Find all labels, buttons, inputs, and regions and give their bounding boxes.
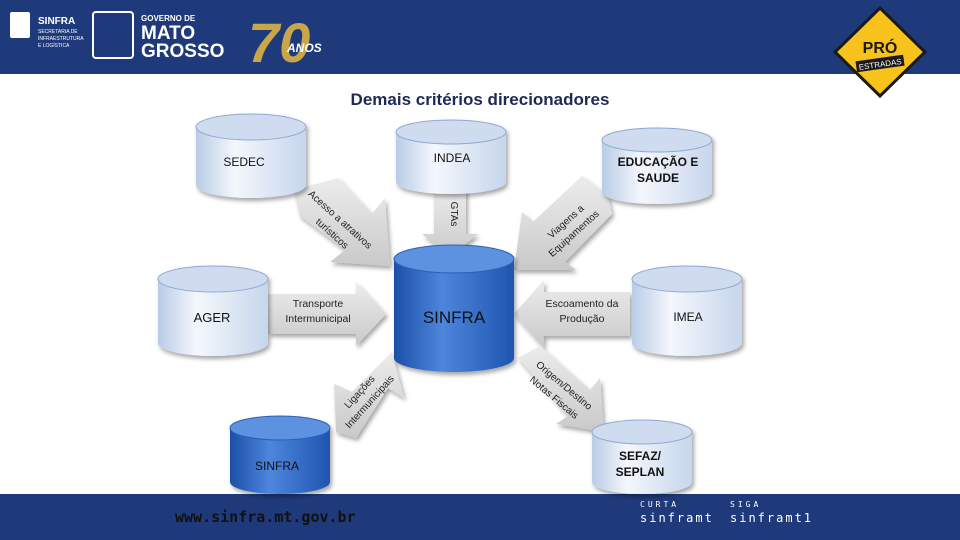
arrow-escoamento: [514, 280, 630, 348]
header-bar: [0, 0, 960, 74]
node-educacao-saude: [601, 127, 713, 204]
sinfra-logo-line1: SECRETARIA DE: [38, 29, 78, 35]
node-indea: [395, 119, 507, 194]
gov-logo-line3: GROSSO: [141, 41, 224, 62]
social-curta-label: CURTA: [640, 500, 680, 509]
footer-bar: [0, 494, 960, 540]
node-sefaz-seplan: [591, 419, 693, 494]
node-sinfra-bottom: [229, 415, 331, 494]
arrow-ligacoes: [334, 352, 404, 438]
node-label-sinfra-bottom: SINFRA: [255, 459, 299, 473]
node-ager: [157, 265, 269, 356]
arrow-label-transporte-2: Intermunicipal: [285, 313, 350, 325]
arrows-group: [268, 176, 630, 438]
social-siga-label: SIGA: [730, 500, 762, 509]
70-anos-logo: 70 ANOS: [248, 11, 322, 74]
arrow-label-transporte-1: Transporte: [293, 298, 344, 310]
social-curta[interactable]: CURTA sinframt: [640, 500, 714, 525]
node-label-sefaz-2: SEPLAN: [616, 465, 665, 479]
node-label-educacao-1: EDUCAÇÃO E: [618, 154, 699, 169]
website-url[interactable]: www.sinfra.mt.gov.br: [175, 508, 356, 526]
node-sinfra-center: [393, 244, 515, 372]
gov-mt-logo: GOVERNO DE MATO GROSSO: [141, 14, 224, 62]
sinfra-logo-line3: E LOGÍSTICA: [38, 42, 70, 49]
node-label-ager: AGER: [194, 310, 231, 325]
anniversary-word: ANOS: [286, 41, 322, 55]
node-label-educacao-2: SAUDE: [637, 171, 679, 185]
social-siga[interactable]: SIGA sinframt1: [730, 500, 813, 525]
node-label-sefaz-1: SEFAZ/: [619, 449, 662, 463]
social-curta-handle: sinframt: [640, 511, 714, 525]
pro-estradas-logo: PRÓ ESTRADAS: [832, 5, 928, 99]
node-label-imea: IMEA: [673, 310, 702, 324]
arrow-acesso-turisticos: [294, 178, 390, 266]
arrow-transporte: [268, 282, 386, 346]
sinfra-logo-line2: INFRAESTRUTURA: [38, 36, 84, 42]
arrow-origem-destino: [518, 346, 604, 432]
pro-estradas-line1: PRÓ: [863, 38, 898, 57]
arrow-label-escoamento-1: Escoamento da: [546, 298, 619, 310]
arrow-label-gtas: GTAs: [448, 202, 459, 227]
gov-logo-line1: GOVERNO DE: [141, 14, 196, 23]
node-label-indea: INDEA: [434, 151, 471, 165]
node-sedec: [195, 113, 307, 198]
node-label-sinfra-center: SINFRA: [423, 308, 486, 327]
social-siga-handle: sinframt1: [730, 511, 814, 525]
sinfra-logo-name: SINFRA: [38, 16, 75, 27]
page-title: Demais critérios direcionadores: [350, 90, 610, 109]
arrow-label-escoamento-2: Produção: [560, 313, 605, 325]
node-imea: [631, 265, 743, 356]
gov-logo-line2: MATO: [141, 23, 195, 44]
arrow-gtas: [422, 188, 478, 256]
node-label-sedec: SEDEC: [223, 155, 265, 169]
arrow-viagens-equipamentos: [514, 176, 612, 270]
coat-of-arms-icon: [92, 11, 134, 59]
anniversary-number: 70: [248, 11, 310, 74]
sinfra-logo: SINFRA SECRETARIA DE INFRAESTRUTURA E LO…: [10, 11, 134, 59]
